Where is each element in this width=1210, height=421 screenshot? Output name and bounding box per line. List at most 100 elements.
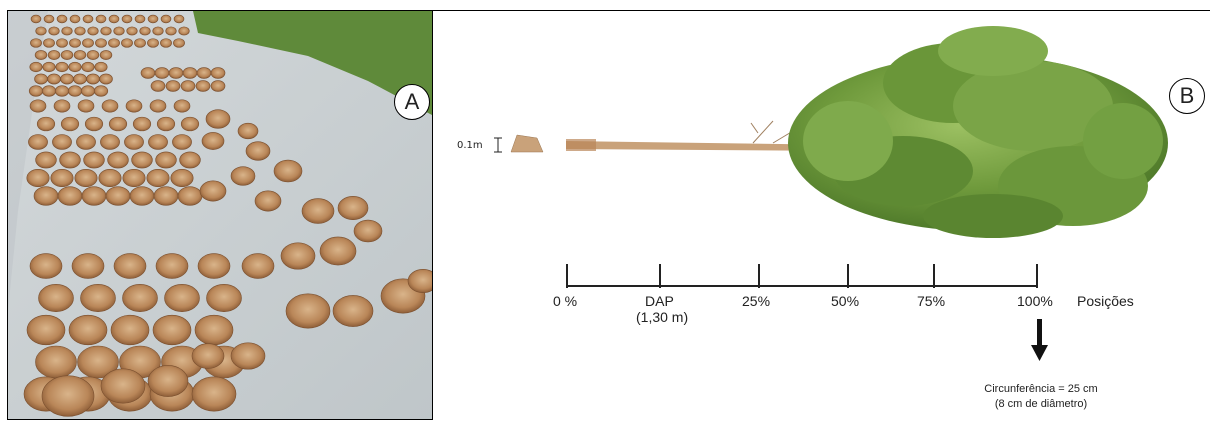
wood-disc	[174, 15, 184, 23]
wood-disc	[102, 100, 118, 112]
wood-disc	[132, 152, 153, 168]
wood-disc	[78, 100, 94, 112]
circumference-note: Circunferência = 25 cm	[961, 383, 1121, 395]
panel-a-label: A	[394, 84, 430, 120]
wood-disc	[255, 191, 281, 211]
wood-disc	[166, 27, 177, 35]
panel-b-label: B	[1169, 78, 1205, 114]
wood-disc	[74, 74, 87, 84]
position-axis	[567, 264, 1037, 288]
wood-disc	[122, 15, 132, 23]
wood-disc	[148, 15, 158, 23]
wood-disc	[62, 27, 73, 35]
wood-disc	[140, 27, 151, 35]
down-arrow-icon	[1031, 319, 1048, 361]
wood-disc	[27, 169, 49, 186]
wood-disc	[27, 315, 65, 345]
wood-disc	[231, 343, 265, 370]
wood-disc	[180, 152, 201, 168]
wood-disc	[333, 295, 373, 326]
wood-disc	[29, 86, 43, 97]
tree-diagram	[433, 11, 1210, 421]
wood-disc	[44, 15, 54, 23]
wood-disc	[196, 81, 210, 92]
wood-disc	[178, 187, 202, 206]
wood-disc	[74, 50, 86, 59]
tree-canopy	[788, 26, 1168, 238]
wood-disc	[172, 135, 191, 150]
wood-disc	[242, 254, 274, 279]
wood-disc	[200, 181, 226, 201]
wood-disc	[85, 117, 103, 131]
wood-disc	[161, 15, 171, 23]
wood-disc	[75, 27, 86, 35]
wood-disc	[183, 68, 197, 79]
wood-disc	[49, 27, 60, 35]
wood-disc	[206, 110, 230, 129]
wood-disc	[141, 68, 155, 79]
position-label-50: 50%	[831, 293, 859, 309]
wood-disc	[43, 62, 55, 72]
wood-disc	[281, 243, 315, 270]
wood-disc	[130, 187, 154, 206]
wood-discs-photo	[8, 11, 433, 420]
wood-disc	[82, 187, 106, 206]
scale-bar-label: 0.1m	[457, 140, 483, 151]
panel-a-photo: A	[7, 10, 433, 420]
wood-disc	[81, 284, 116, 311]
wood-disc	[87, 50, 99, 59]
wood-disc	[147, 39, 158, 48]
wood-disc	[109, 117, 127, 131]
wood-disc	[171, 169, 193, 186]
wood-disc	[36, 346, 77, 378]
wood-disc	[100, 135, 119, 150]
wood-disc	[61, 117, 79, 131]
wood-disc	[37, 117, 55, 131]
wood-disc	[30, 62, 42, 72]
wood-disc	[134, 39, 145, 48]
wood-disc	[156, 254, 188, 279]
wood-disc	[43, 39, 54, 48]
wood-disc	[302, 199, 334, 224]
wood-disc	[147, 169, 169, 186]
position-label-0: 0 %	[553, 293, 577, 309]
wood-disc	[100, 74, 113, 84]
wood-disc	[156, 152, 177, 168]
wood-disc	[101, 27, 112, 35]
wood-disc	[42, 86, 56, 97]
wood-disc	[69, 62, 81, 72]
wood-disc	[35, 74, 48, 84]
wood-disc	[69, 315, 107, 345]
wood-disc	[34, 187, 58, 206]
wood-disc	[101, 369, 145, 403]
wood-disc	[181, 117, 199, 131]
wood-disc	[197, 68, 211, 79]
wood-disc	[30, 39, 41, 48]
wood-disc	[81, 86, 95, 97]
wood-disc	[286, 294, 330, 328]
wood-disc	[58, 187, 82, 206]
wood-disc	[70, 15, 80, 23]
wood-disc	[88, 27, 99, 35]
wood-disc	[127, 27, 138, 35]
wood-disc	[61, 50, 73, 59]
wood-disc	[99, 169, 121, 186]
wood-disc	[153, 27, 164, 35]
wood-disc	[320, 237, 356, 265]
wood-disc	[35, 50, 47, 59]
wood-disc	[231, 167, 255, 186]
wood-disc	[173, 39, 184, 48]
wood-disc	[84, 152, 105, 168]
position-label-dap: DAP	[645, 293, 674, 309]
diameter-note: (8 cm de diâmetro)	[961, 398, 1121, 410]
wood-disc	[114, 254, 146, 279]
wood-disc	[133, 117, 151, 131]
wood-disc	[100, 50, 112, 59]
wood-disc	[42, 376, 94, 417]
wood-disc	[75, 169, 97, 186]
wood-disc	[31, 15, 41, 23]
wood-disc	[195, 315, 233, 345]
wood-disc	[111, 315, 149, 345]
wood-disc	[155, 68, 169, 79]
wood-disc	[61, 74, 74, 84]
